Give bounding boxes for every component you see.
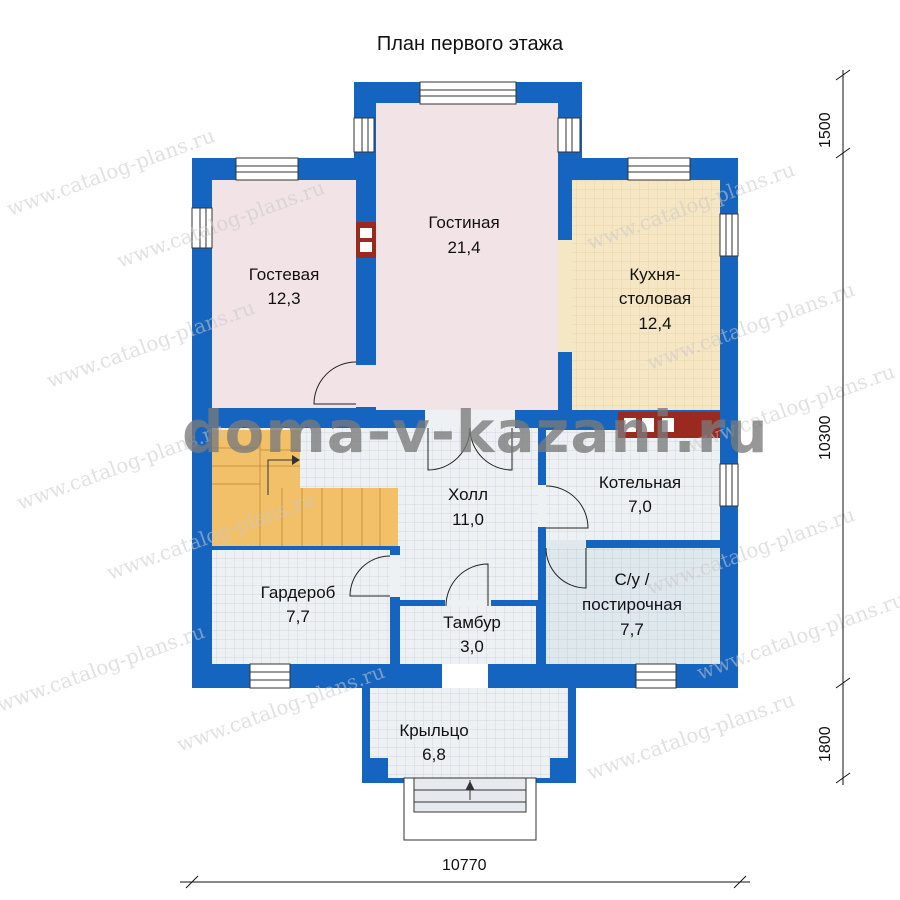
chimney-icon (356, 222, 376, 258)
staircase (212, 430, 398, 546)
vestibule-name: Тамбур (443, 613, 501, 632)
svg-text:www.catalog-plans.ru: www.catalog-plans.ru (4, 123, 219, 221)
kitchen-floor (572, 180, 720, 410)
living-room-floor (376, 103, 558, 410)
svg-text:www.catalog-plans.ru: www.catalog-plans.ru (0, 619, 208, 717)
boiler-room-name: Котельная (599, 473, 681, 492)
guest-room-area: 12,3 (267, 289, 300, 308)
bath-name-2: постирочная (582, 595, 682, 614)
kitchen-name-2: столовая (619, 289, 691, 308)
hall-name: Холл (448, 485, 488, 504)
hall-lower-floor (400, 546, 538, 602)
svg-text:www.catalog-plans.ru: www.catalog-plans.ru (584, 687, 799, 785)
dim-main-height: 10300 (817, 415, 834, 460)
kitchen-stove-icon (618, 412, 720, 438)
boiler-room-floor (546, 430, 720, 540)
wardrobe-floor (212, 548, 390, 664)
hall-area: 11,0 (452, 510, 484, 529)
kitchen-name-1: Кухня- (629, 265, 680, 284)
wardrobe-area: 7,7 (286, 607, 310, 626)
room-floors (212, 103, 720, 778)
wardrobe-name: Гардероб (261, 583, 336, 602)
door-openings (356, 240, 586, 688)
door-swings (313, 361, 589, 607)
dim-top-height: 1500 (817, 112, 834, 148)
plan-title: План первого этажа (377, 33, 564, 55)
bath-area: 7,7 (620, 620, 644, 639)
room-labels: Гостевая 12,3 Гостиная 21,4 Кухня- столо… (249, 213, 691, 764)
porch-steps (403, 777, 537, 841)
brand-watermark: doma-v-kazani.ru (182, 398, 769, 466)
vestibule-area: 3,0 (460, 637, 484, 656)
bath-name-1: С/у / (615, 570, 650, 589)
guest-room-name: Гостевая (249, 265, 320, 284)
porch-floor (370, 688, 568, 778)
living-room-name: Гостиная (428, 213, 499, 232)
dim-total-width: 10770 (442, 857, 487, 874)
porch-columns (362, 758, 576, 782)
windows (191, 81, 739, 689)
kitchen-area: 12,4 (638, 314, 671, 333)
porch-name: Крыльцо (399, 721, 468, 740)
bath-floor (546, 548, 720, 664)
dimension-lines (180, 69, 851, 889)
porch-area: 6,8 (422, 745, 446, 764)
boiler-room-area: 7,0 (628, 497, 652, 516)
dim-porch-height: 1800 (817, 726, 834, 762)
living-room-area: 21,4 (447, 238, 480, 257)
vestibule-floor (400, 606, 536, 664)
